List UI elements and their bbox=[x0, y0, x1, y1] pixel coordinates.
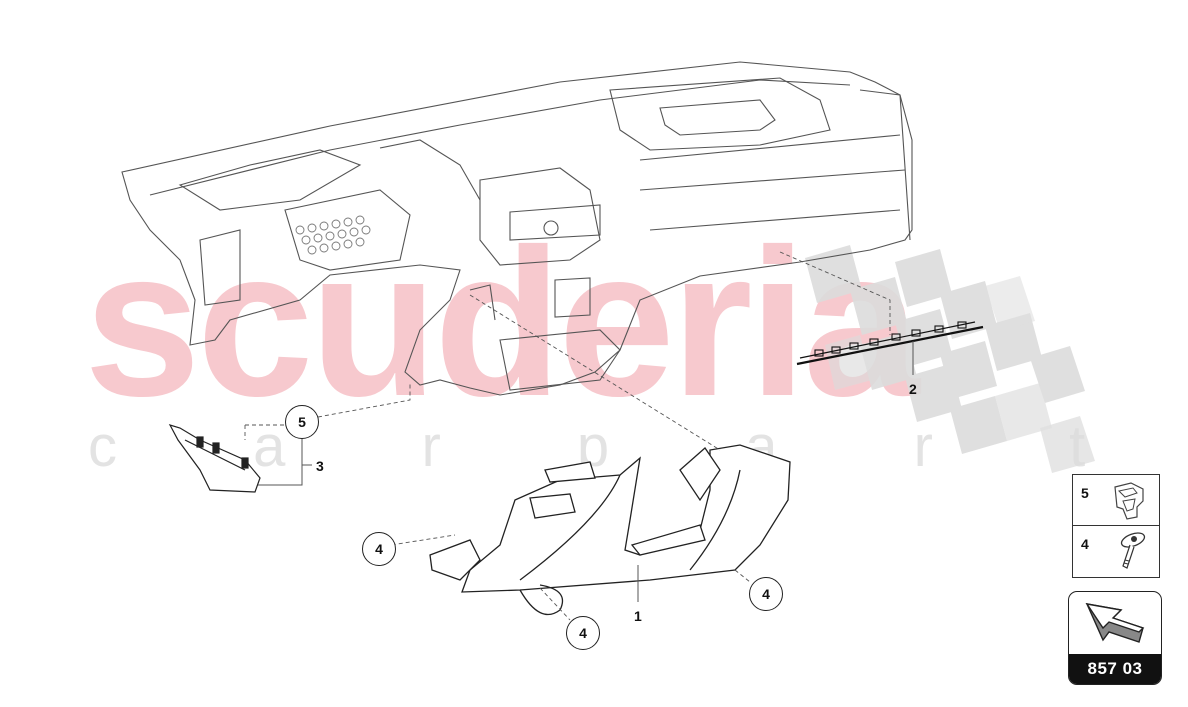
clip-icon bbox=[1114, 482, 1144, 520]
screw-icon bbox=[1120, 532, 1146, 569]
label-part-1[interactable]: 1 bbox=[634, 608, 642, 624]
legend-number: 4 bbox=[1081, 536, 1089, 552]
label-part-2[interactable]: 2 bbox=[909, 381, 917, 397]
part-1-lower-trim-panel bbox=[429, 444, 791, 616]
legend-row-clip[interactable]: 5 bbox=[1073, 475, 1159, 526]
part-3-side-trim bbox=[168, 424, 261, 493]
part-2-trim-strip bbox=[796, 321, 984, 366]
solid-leaders bbox=[258, 341, 914, 602]
checker-flag-watermark bbox=[805, 245, 1095, 473]
dashboard-assembly bbox=[121, 61, 913, 396]
label-part-3[interactable]: 3 bbox=[316, 458, 324, 474]
legend-number: 5 bbox=[1081, 485, 1089, 501]
next-page-link[interactable]: 857 03 bbox=[1068, 591, 1162, 685]
callout-part-4[interactable]: 4 bbox=[749, 577, 783, 611]
callout-part-4[interactable]: 4 bbox=[362, 532, 396, 566]
arrow-up-left-icon bbox=[1085, 603, 1145, 643]
page-code: 857 03 bbox=[1069, 654, 1161, 684]
callout-part-5[interactable]: 5 bbox=[285, 405, 319, 439]
legend-row-screw[interactable]: 4 bbox=[1073, 526, 1159, 577]
callout-part-4[interactable]: 4 bbox=[566, 616, 600, 650]
fastener-legend: 5 4 bbox=[1072, 474, 1160, 578]
dashed-leaders bbox=[244, 251, 891, 621]
